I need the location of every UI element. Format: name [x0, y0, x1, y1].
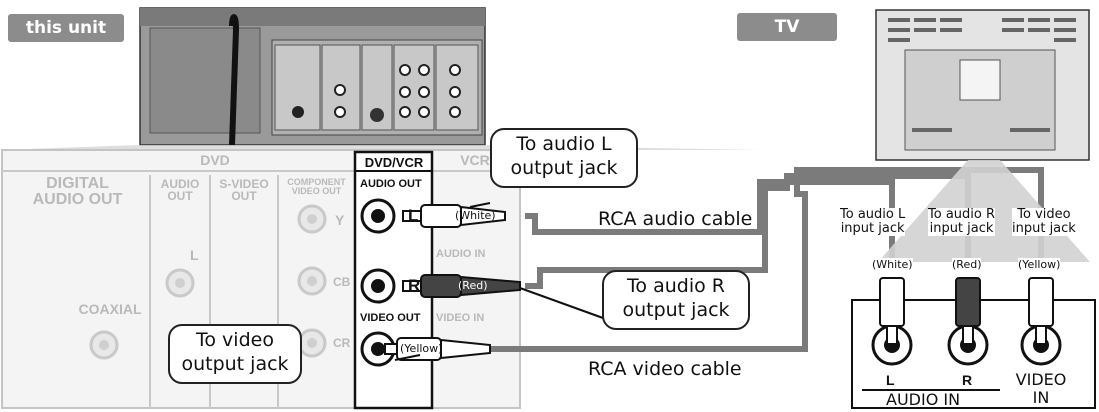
- tv-input-panel: [851, 277, 1096, 409]
- dvd-vcr-video-out-label: VIDEO OUT: [360, 312, 421, 324]
- tv-l-label: L: [886, 372, 895, 388]
- component-y-label: Y: [335, 212, 345, 228]
- tv-rear: [875, 9, 1090, 262]
- dvd-vcr-audio-out-label: AUDIO OUT: [360, 178, 422, 190]
- callout-pointers: [394, 202, 604, 361]
- tv-audio-in-label: AUDIO IN: [886, 390, 961, 409]
- component-cr-label: CR: [333, 336, 351, 350]
- tv-white-plug-label: (White): [872, 258, 913, 271]
- tv-r-label: R: [962, 372, 973, 388]
- vcr-video-in-label: VIDEO IN: [436, 312, 485, 324]
- tv-red-plug-label: (Red): [952, 258, 982, 271]
- rca-video-cable-label: RCA video cable: [588, 358, 742, 380]
- tv-tag: TV: [737, 13, 837, 41]
- coaxial-label: COAXIAL: [78, 301, 142, 317]
- cables: [490, 167, 1044, 352]
- rca-audio-cable-label: RCA audio cable: [598, 208, 753, 230]
- dvd-vcr-header: DVD/VCR: [364, 155, 424, 170]
- tv-yellow-plug-label: (Yellow): [1018, 258, 1061, 271]
- dvd-vcr-l-label: L: [408, 206, 419, 225]
- yellow-plug-label: (Yellow): [400, 342, 443, 355]
- audio-out-l-label: L: [190, 247, 199, 263]
- this-unit-tag: this unit: [8, 14, 124, 42]
- unit-plugs: [384, 204, 521, 361]
- component-cb-label: CB: [333, 275, 351, 289]
- vcr-audio-in-label: AUDIO IN: [436, 248, 486, 260]
- dvd-vcr-r-label: R: [408, 276, 421, 295]
- white-plug-label: (White): [455, 209, 496, 222]
- dvd-vcr-unit-rear: [139, 7, 486, 146]
- dvd-header: DVD: [200, 152, 230, 168]
- red-plug-label: (Red): [458, 279, 488, 292]
- vcr-header: VCR: [460, 152, 490, 168]
